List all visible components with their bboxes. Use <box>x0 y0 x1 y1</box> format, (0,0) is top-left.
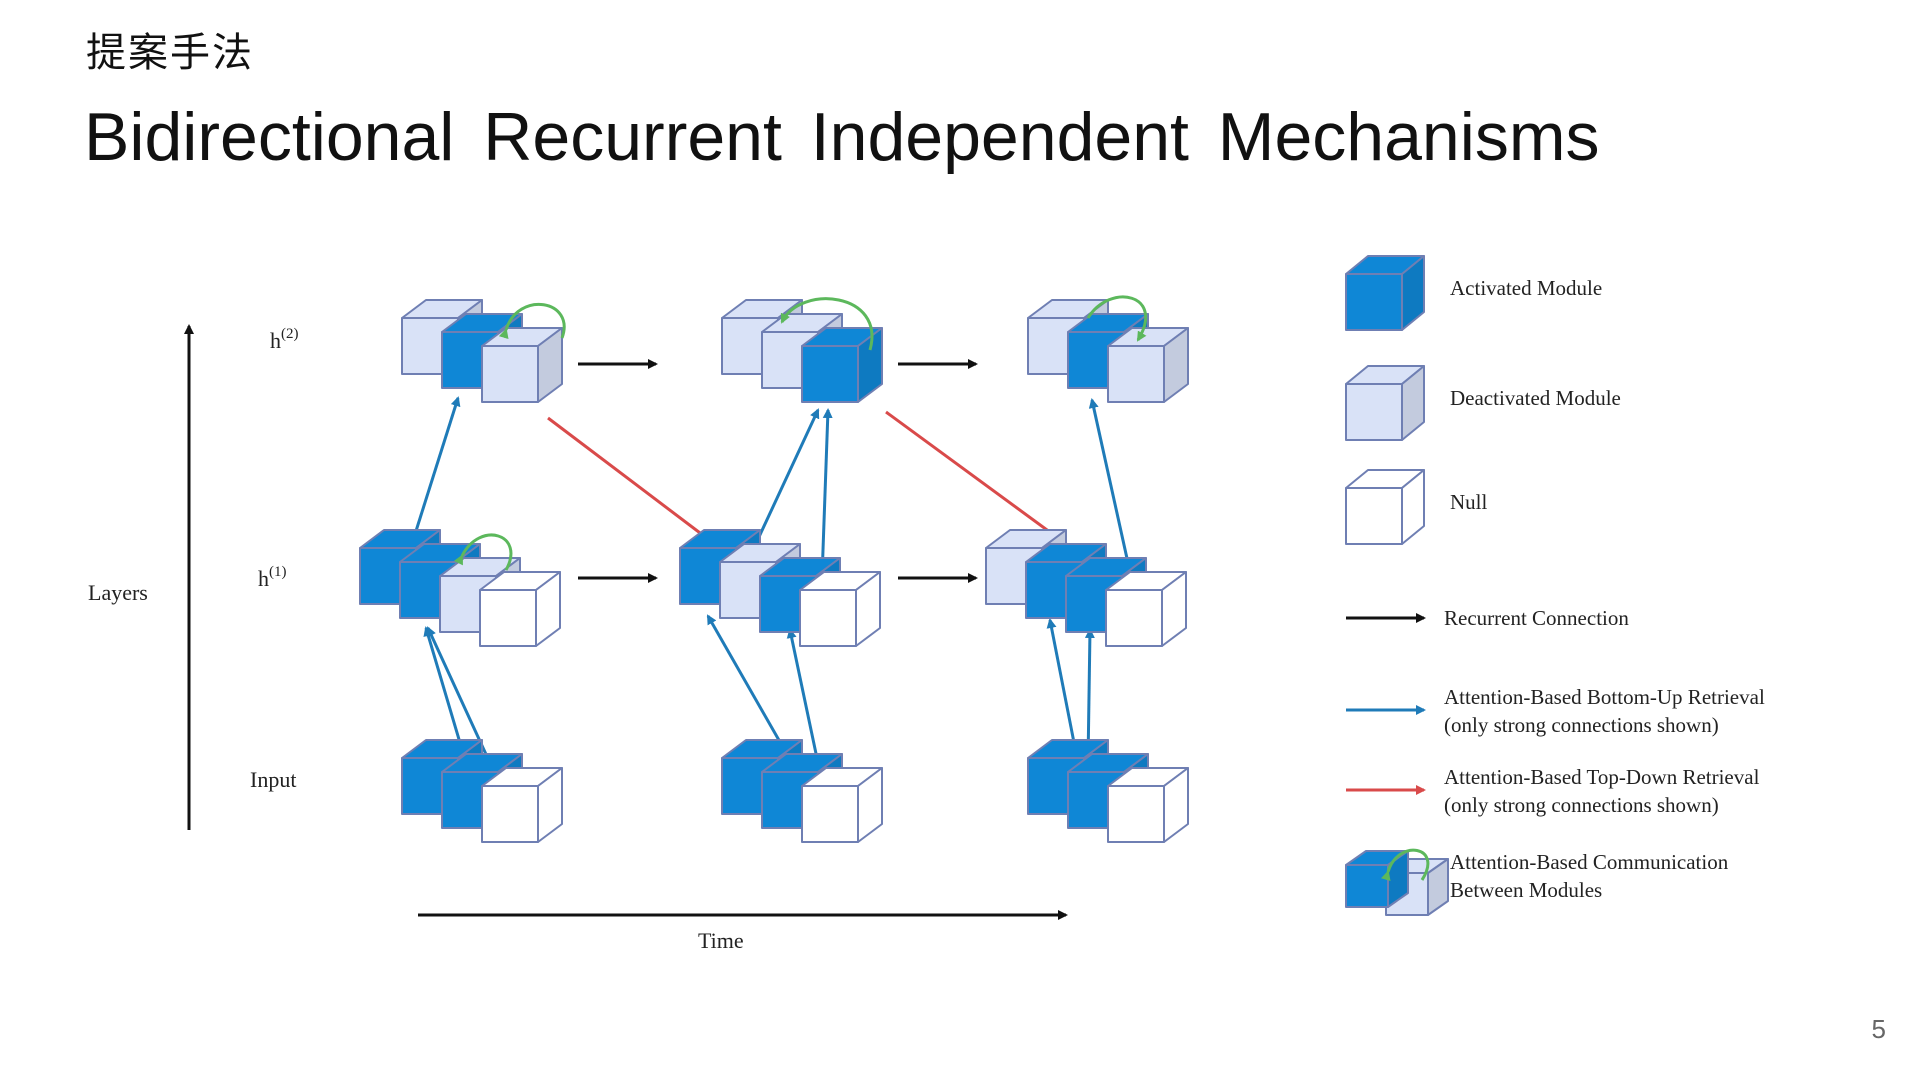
h1-modules-t1 <box>359 529 561 647</box>
layer-label-input: Input <box>250 767 296 792</box>
legend-label: Activated Module <box>1450 276 1602 300</box>
module-cube-deactivated <box>481 327 563 403</box>
legend-item: Attention-Based Bottom-Up Retrieval (only… <box>1346 685 1765 737</box>
legend-label: Deactivated Module <box>1450 386 1621 410</box>
legend-item: Null <box>1345 469 1488 545</box>
legend-label: Attention-Based Bottom-Up Retrieval <box>1444 685 1765 709</box>
cube-front-face <box>479 589 537 647</box>
cube-front-face <box>799 589 857 647</box>
legend-item: Recurrent Connection <box>1346 606 1629 630</box>
cube-front-face <box>1345 864 1389 908</box>
module-cube-null <box>481 767 563 843</box>
cube-front-face <box>1345 487 1403 545</box>
cube-front-face <box>801 345 859 403</box>
module-cube-activated <box>1345 255 1425 331</box>
input-modules-t1 <box>401 739 563 843</box>
legend-label: (only strong connections shown) <box>1444 713 1719 737</box>
bottom-up-arrow <box>786 628 820 764</box>
section-label: 提案手法 <box>86 30 254 76</box>
time-axis-label: Time <box>698 928 744 953</box>
bottom-up-arrow <box>820 408 833 579</box>
module-cube-null <box>1105 571 1187 647</box>
layer-label-h2-base: h <box>270 328 281 353</box>
layer-label-h2-sup: (2) <box>281 326 299 342</box>
legend-item: Activated Module <box>1345 255 1602 331</box>
module-cube-deactivated <box>1107 327 1189 403</box>
communication-arc <box>453 533 513 571</box>
legend-label: Recurrent Connection <box>1444 606 1629 630</box>
h2-modules-t3 <box>1027 299 1189 403</box>
module-cube-deactivated <box>1345 365 1425 441</box>
legend-item: Attention-Based Top-Down Retrieval (only … <box>1346 765 1760 817</box>
module-cube-activated <box>801 327 883 403</box>
bottom-up-arrow <box>706 614 794 764</box>
bottom-up-arrow <box>750 408 820 553</box>
module-cube-null <box>1345 469 1425 545</box>
legend-label: Attention-Based Top-Down Retrieval <box>1444 765 1760 789</box>
slide-title: Bidirectional Recurrent Independent Mech… <box>84 99 1600 175</box>
legend-label: Null <box>1450 490 1488 514</box>
cube-front-face <box>1105 589 1163 647</box>
communication-arc <box>780 297 874 351</box>
input-modules-t2 <box>721 739 883 843</box>
layer-label-h1: h(1) <box>258 564 287 591</box>
communication-arcs <box>453 295 1147 571</box>
module-cube-activated <box>1345 850 1409 908</box>
legend-label: Attention-Based Communication <box>1450 850 1729 874</box>
input-modules-t3 <box>1027 739 1189 843</box>
cube-front-face <box>801 785 859 843</box>
cube-front-face <box>481 345 539 403</box>
layers-axis-label: Layers <box>88 580 148 605</box>
cube-front-face <box>1107 785 1165 843</box>
h2-modules-t2 <box>721 299 883 403</box>
layer-label-h1-base: h <box>258 566 269 591</box>
bottom-up-arrow <box>1088 398 1132 573</box>
top-down-arrow <box>547 416 714 544</box>
legend-item: Deactivated Module <box>1345 365 1621 441</box>
layer-label-h1-sup: (1) <box>269 564 287 580</box>
communication-arc <box>498 302 566 340</box>
legend-label: Between Modules <box>1450 878 1602 902</box>
h2-modules-t1 <box>401 299 563 403</box>
module-cube-null <box>1107 767 1189 843</box>
cube-front-face <box>1345 383 1403 441</box>
cube-front-face <box>1345 273 1403 331</box>
bottom-up-arrow <box>408 396 461 551</box>
cube-front-face <box>1107 345 1165 403</box>
h1-modules-t3 <box>985 529 1187 647</box>
module-cubes <box>359 299 1189 843</box>
legend-label: (only strong connections shown) <box>1444 793 1719 817</box>
module-cube-null <box>799 571 881 647</box>
legend-communication-arc <box>1380 848 1430 882</box>
page-number: 5 <box>1871 1014 1886 1044</box>
communication-arc <box>1086 295 1147 342</box>
h1-modules-t2 <box>679 529 881 647</box>
layer-label-h2: h(2) <box>270 326 299 353</box>
module-cube-null <box>479 571 561 647</box>
connections <box>408 359 1132 764</box>
cube-front-face <box>481 785 539 843</box>
module-cube-null <box>801 767 883 843</box>
